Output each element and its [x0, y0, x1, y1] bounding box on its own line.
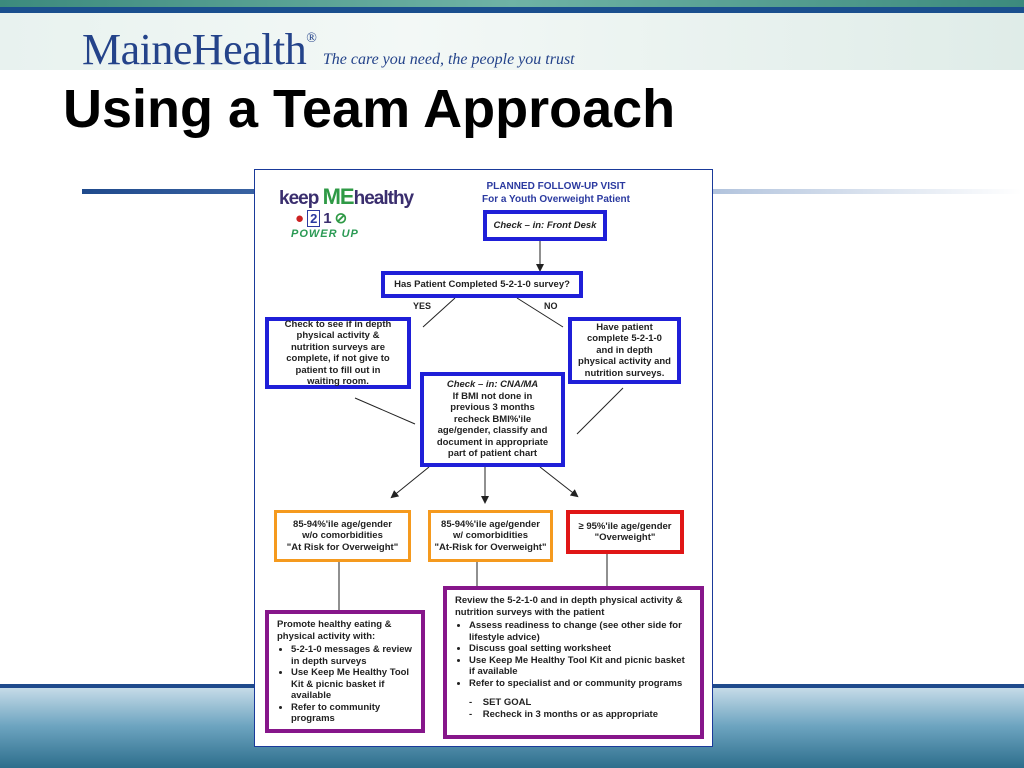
- connector-yes: [422, 297, 456, 328]
- review-dash-item: - SET GOAL: [469, 697, 532, 708]
- slide-title: Using a Team Approach: [63, 79, 676, 139]
- no-branch-box: Have patient complete 5-2-1-0 and in dep…: [568, 317, 681, 384]
- logo-word-keep: keep: [279, 188, 319, 209]
- review-item: Use Keep Me Healthy Tool Kit and picnic …: [469, 655, 692, 678]
- cat1-line-3: "At Risk for Overweight": [286, 541, 399, 553]
- front-desk-checkin-box: Check – in: Front Desk: [483, 210, 607, 241]
- connector-nobox-cna: [576, 387, 624, 435]
- review-list: Assess readiness to change (see other si…: [455, 620, 692, 689]
- document-heading: PLANNED FOLLOW-UP VISIT For a Youth Over…: [451, 180, 661, 206]
- cat1-line-1: 85-94%'ile age/gender: [293, 518, 392, 530]
- review-dash-text: SET GOAL: [482, 697, 532, 708]
- cat2-line-2: w/ comorbidities: [453, 530, 528, 542]
- apple-icon: ●: [295, 209, 305, 227]
- no-tv-icon: ⊘: [334, 210, 348, 227]
- category-at-risk-with-comorbidities-box: 85-94%'ile age/gender w/ comorbidities "…: [428, 510, 553, 562]
- connector-lines: [338, 241, 624, 612]
- connector-cna-cat3: [539, 466, 579, 498]
- cna-checkin-box: Check – in: CNA/MA If BMI not done in pr…: [420, 372, 565, 467]
- review-title: Review the 5-2-1-0 and in depth physical…: [455, 595, 683, 618]
- review-item: Refer to specialist and or community pro…: [469, 678, 692, 690]
- no-branch-text: Have patient complete 5-2-1-0 and in dep…: [578, 321, 671, 379]
- logo-power-up: POWER UP: [291, 228, 359, 240]
- promote-item: 5-2-1-0 messages & review in depth surve…: [291, 644, 413, 667]
- review-dash-list: - SET GOAL - Recheck in 3 months or as a…: [455, 697, 692, 720]
- no-label: NO: [544, 301, 558, 311]
- cna-title: Check – in: CNA/MA: [446, 379, 539, 391]
- cat2-line-1: 85-94%'ile age/gender: [441, 518, 540, 530]
- logo-word-me: ME: [322, 184, 355, 209]
- promote-healthy-eating-box: Promote healthy eating & physical activi…: [265, 610, 425, 733]
- review-item: Discuss goal setting worksheet: [469, 643, 692, 655]
- logo-tagline: The care you need, the people you trust: [322, 51, 575, 68]
- front-desk-text: Check – in: Front Desk: [493, 219, 597, 231]
- connector-cna-cat1: [390, 466, 430, 499]
- logo-word-healthy: healthy: [353, 188, 415, 209]
- cat2-line-3: "At-Risk for Overweight": [434, 541, 547, 553]
- logo-registered-mark: ®: [306, 31, 317, 46]
- survey-question-text: Has Patient Completed 5-2-1-0 survey?: [394, 278, 570, 290]
- cat3-line-1: ≥ 95%'ile age/gender: [578, 520, 672, 532]
- yes-branch-box: Check to see if in depth physical activi…: [265, 317, 411, 389]
- mainehealth-logo: MaineHealth ® The care you need, the peo…: [82, 24, 575, 74]
- category-at-risk-no-comorbidities-box: 85-94%'ile age/gender w/o comorbidities …: [274, 510, 411, 562]
- review-dash-text: Recheck in 3 months or as appropriate: [482, 708, 659, 720]
- promote-item: Use Keep Me Healthy Tool Kit & picnic ba…: [291, 667, 413, 702]
- review-item: Assess readiness to change (see other si…: [469, 620, 692, 643]
- connector-no: [516, 297, 564, 328]
- review-dash-item: - Recheck in 3 months or as appropriate: [469, 708, 659, 720]
- cna-body: If BMI not done in previous 3 months rec…: [436, 390, 549, 460]
- flowchart-document: keep MEhealthy ● 2 1 ⊘ POWER UP PLANNED …: [254, 169, 713, 747]
- keep-me-healthy-logo: keep MEhealthy ● 2 1 ⊘ POWER UP: [279, 184, 419, 248]
- cat3-line-2: "Overweight": [594, 532, 656, 543]
- cat1-line-2: w/o comorbidities: [302, 530, 383, 542]
- yes-label: YES: [413, 301, 432, 311]
- header-band: [0, 0, 1024, 70]
- survey-question-box: Has Patient Completed 5-2-1-0 survey?: [381, 271, 583, 298]
- promote-item: Refer to community programs: [291, 702, 413, 725]
- heading-line-2: For a Youth Overweight Patient: [482, 194, 630, 205]
- logo-digit-1: 1: [323, 209, 332, 227]
- promote-title: Promote healthy eating & physical activi…: [277, 619, 392, 642]
- review-surveys-box: Review the 5-2-1-0 and in depth physical…: [443, 586, 704, 739]
- logo-digit-2: 2: [307, 209, 321, 227]
- connector-yesbox-cna: [354, 397, 416, 425]
- heading-line-1: PLANNED FOLLOW-UP VISIT: [486, 181, 626, 192]
- category-overweight-box: ≥ 95%'ile age/gender "Overweight": [566, 510, 684, 554]
- yes-branch-text: Check to see if in depth physical activi…: [284, 318, 392, 388]
- promote-list: 5-2-1-0 messages & review in depth surve…: [277, 644, 413, 725]
- logo-wordmark: MaineHealth: [82, 25, 307, 74]
